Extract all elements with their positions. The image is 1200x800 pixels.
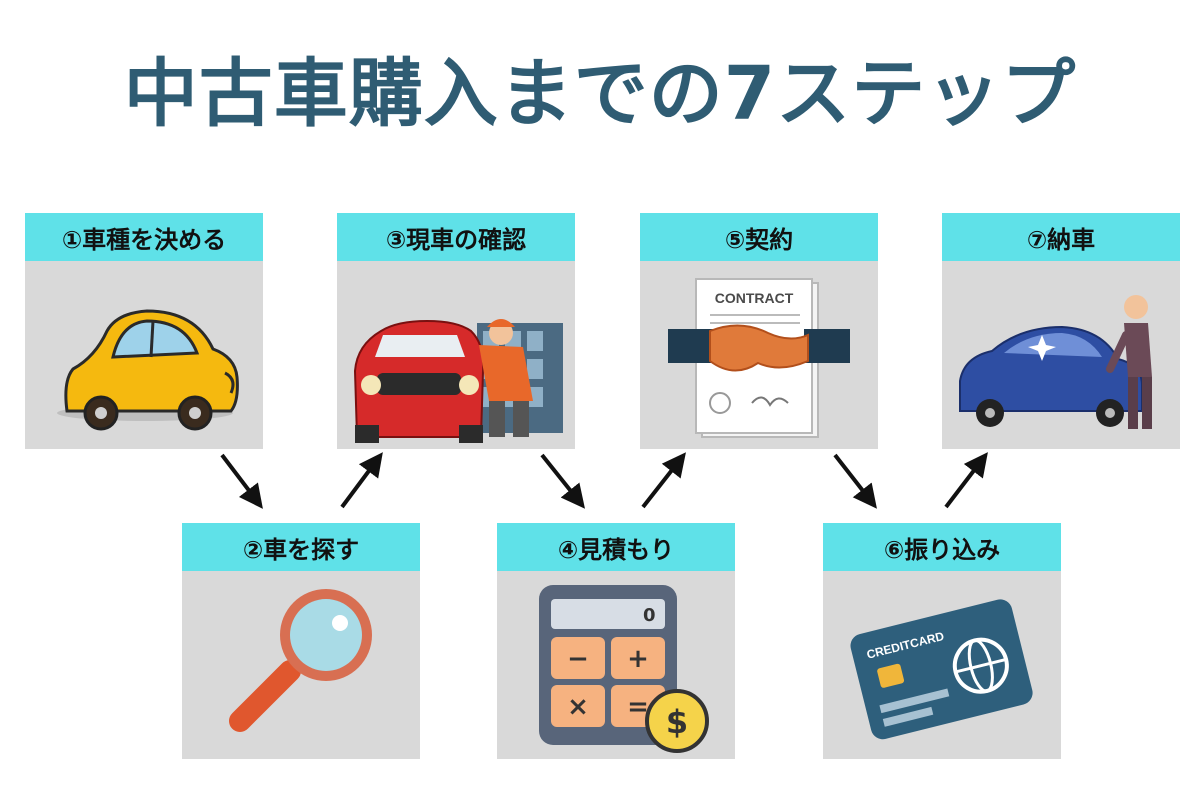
coin-symbol: $ [666,703,688,741]
arrow-4-5 [641,452,686,509]
arrow-5-6 [833,453,877,509]
times-key: × [567,692,589,722]
arrow-6-7 [944,452,988,509]
arrow-1-2 [220,453,263,509]
yellow-car-icon [25,261,263,449]
contract-title: CONTRACT [715,290,794,306]
step-label-3: ③現車の確認 [337,213,575,261]
step-label-1: ①車種を決める [25,213,263,261]
minus-key: − [567,644,589,674]
delivery-car-icon [942,261,1180,449]
step-card-1: ①車種を決める [25,213,263,449]
equals-key: = [627,692,649,722]
step-card-4: ④見積もり 0 − + × = $ [497,523,735,759]
step-label-6: ⑥振り込み [823,523,1061,571]
step-label-5: ⑤契約 [640,213,878,261]
page-title: 中古車購入までの7ステップ [123,51,1077,137]
step-card-7: ⑦納車 [942,213,1180,449]
step-label-2: ②車を探す [182,523,420,571]
magnifier-icon [182,571,420,759]
plus-key: + [627,644,649,674]
step-card-2: ②車を探す [182,523,420,759]
svg-text:0: 0 [643,605,656,626]
step-card-6: ⑥振り込み CREDITCARD [823,523,1061,759]
credit-card-icon: CREDITCARD [823,571,1061,759]
step-card-3: ③現車の確認 [337,213,575,449]
step-card-5: ⑤契約 CONTRACT [640,213,878,449]
step-label-4: ④見積もり [497,523,735,571]
calculator-icon: 0 − + × = $ [497,571,735,759]
step-label-7: ⑦納車 [942,213,1180,261]
arrow-2-3 [340,452,383,509]
mechanic-car-icon [337,261,575,449]
contract-handshake-icon: CONTRACT [640,261,878,449]
arrow-3-4 [540,453,585,509]
